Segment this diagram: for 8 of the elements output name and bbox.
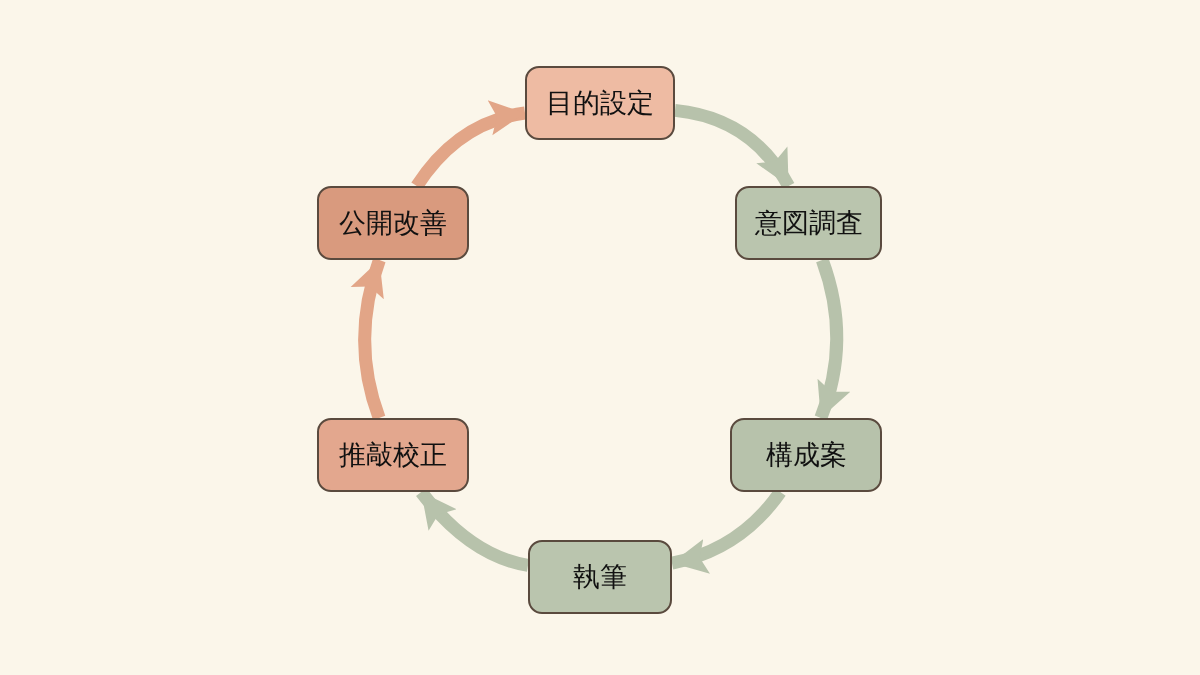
step-box: 執筆 (528, 540, 672, 614)
step-box: 構成案 (730, 418, 882, 492)
step-box: 目的設定 (525, 66, 675, 140)
arrow (351, 257, 386, 421)
arrow (814, 257, 850, 421)
step-box: 意図調査 (735, 186, 882, 260)
step-box: 公開改善 (317, 186, 469, 260)
step-box: 推敲校正 (317, 418, 469, 492)
